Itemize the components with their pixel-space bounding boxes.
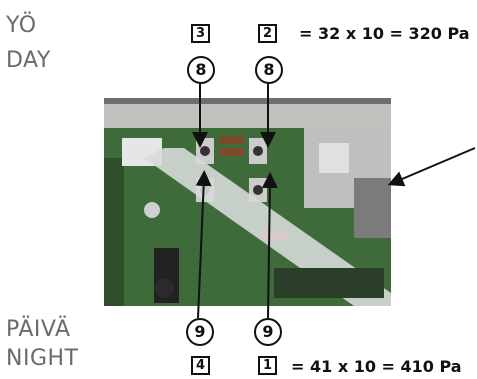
dial-number-box: 4 (191, 356, 210, 375)
night-pressure-equation: = 41 x 10 = 410 Pa (291, 359, 462, 375)
dial-number-box: 1 (258, 356, 277, 375)
callout-circle: 9 (254, 318, 282, 346)
callout-circle: 9 (186, 318, 214, 346)
